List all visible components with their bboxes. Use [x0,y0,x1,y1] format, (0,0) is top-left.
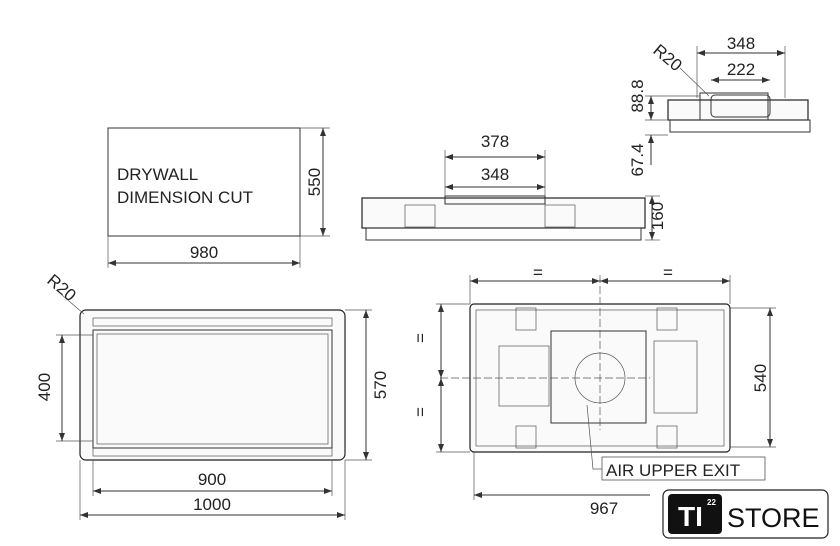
store-logo: TI 22 STORE [662,489,829,539]
dim-222: 222 [727,60,755,79]
dim-88-8: 88.8 [628,79,647,112]
top-view: = = = = 540 967 AIR UPPER EXIT [411,263,776,518]
drywall-cut-view: DRYWALL DIMENSION CUT 980 550 [107,127,330,268]
dim-540: 540 [751,364,770,392]
side-view: 378 348 160 [361,132,667,241]
dim-348: 348 [481,165,509,184]
dim-980: 980 [190,243,218,262]
dim-348-section: 348 [727,34,755,53]
dim-900: 900 [198,470,226,489]
section-view: 348 222 R20 88.8 67.4 [628,34,811,177]
logo-mark: TI [678,501,703,532]
radius-r20-section: R20 [649,40,685,75]
radius-r20-front: R20 [43,270,79,305]
logo-name: STORE [727,503,820,533]
dim-160: 160 [648,202,667,230]
dim-570: 570 [371,371,390,399]
dim-378: 378 [481,132,509,151]
logo-superscript: 22 [707,498,716,507]
dim-550: 550 [305,168,324,196]
drywall-label: DRYWALL [117,165,198,184]
air-upper-exit-label: AIR UPPER EXIT [606,461,740,480]
dim-967: 967 [590,499,618,518]
equal-mark-top: = [411,333,430,343]
dim-1000: 1000 [193,495,231,514]
front-view: 400 570 900 1000 R20 [35,270,390,520]
equal-mark-bottom: = [411,407,430,417]
equal-mark-left: = [533,263,543,282]
dim-67-4: 67.4 [628,143,647,176]
equal-mark-right: = [663,263,673,282]
dim-400: 400 [35,373,54,401]
dimension-cut-label: DIMENSION CUT [117,188,253,207]
